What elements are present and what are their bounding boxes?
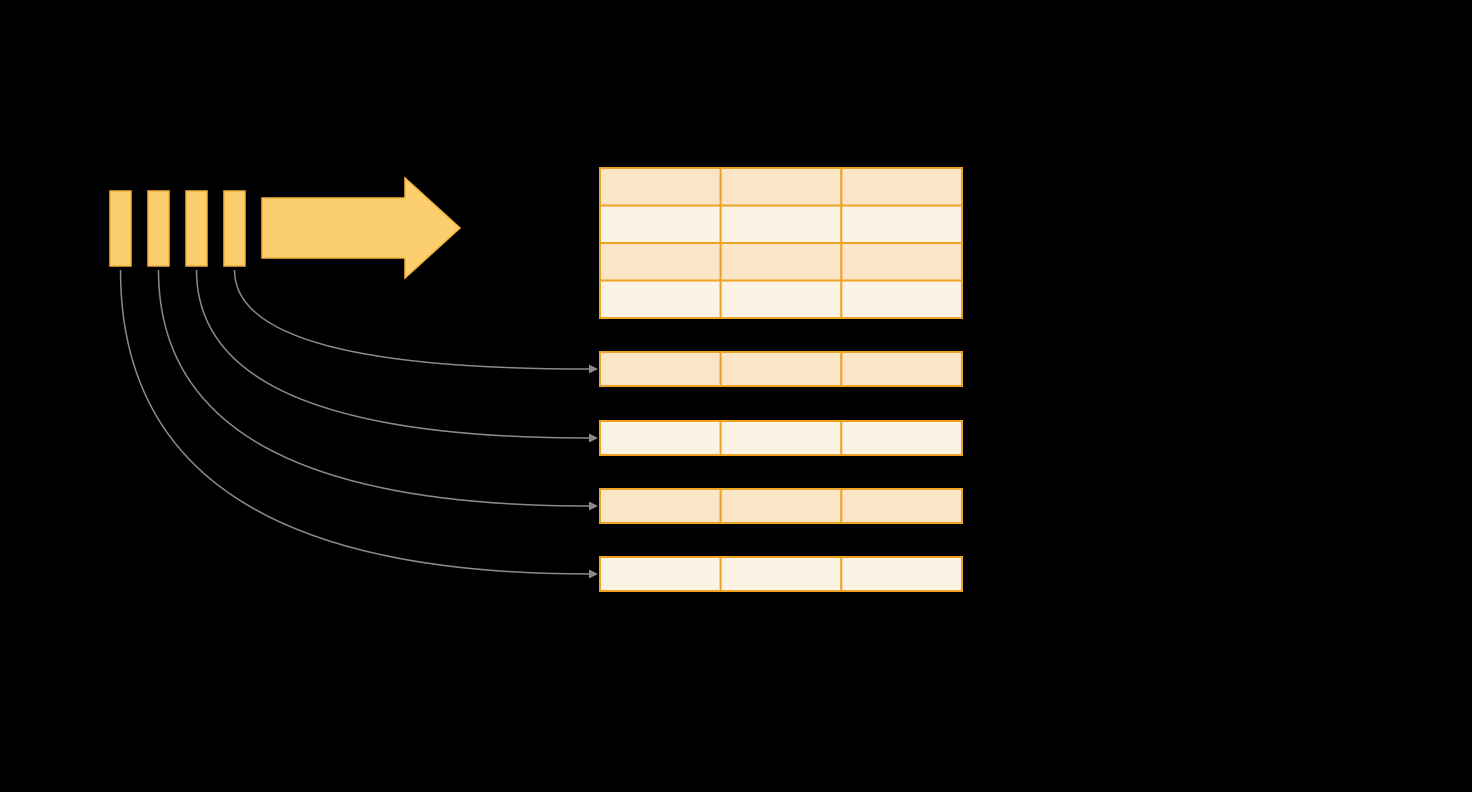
table-cell [719, 420, 843, 456]
row-table-1 [599, 351, 963, 387]
table-cell [599, 556, 722, 592]
batch-table [599, 167, 963, 319]
table-cell [719, 556, 843, 592]
table-cell [840, 556, 963, 592]
record-bar-1 [109, 190, 132, 267]
row-table-2 [599, 420, 963, 456]
table-cell [599, 279, 722, 319]
table-cell [719, 242, 843, 282]
record-bar-3 [185, 190, 208, 267]
table-cell [840, 488, 963, 524]
table-cell [719, 279, 843, 319]
table-cell [599, 167, 722, 207]
connector-arrowhead-1 [589, 569, 598, 579]
record-bar-4 [223, 190, 246, 267]
connector-curve-4 [233, 269, 590, 370]
table-cell [599, 204, 722, 244]
connector-arrowhead-4 [589, 364, 598, 374]
connector-curve-3 [195, 269, 590, 439]
table-cell [599, 488, 722, 524]
table-cell [840, 279, 963, 319]
connector-arrowhead-3 [589, 433, 598, 443]
table-cell [599, 351, 722, 387]
table-cell [840, 204, 963, 244]
connector-curve-2 [157, 269, 590, 507]
connector-arrowhead-2 [589, 501, 598, 511]
record-bar-2 [147, 190, 170, 267]
flow-arrow [261, 176, 462, 280]
table-cell [719, 488, 843, 524]
table-cell [840, 351, 963, 387]
table-cell [719, 167, 843, 207]
row-table-3 [599, 488, 963, 524]
table-cell [719, 351, 843, 387]
table-cell [719, 204, 843, 244]
table-cell [840, 420, 963, 456]
table-cell [599, 420, 722, 456]
row-table-4 [599, 556, 963, 592]
table-cell [599, 242, 722, 282]
table-cell [840, 167, 963, 207]
table-cell [840, 242, 963, 282]
connector-curve-1 [119, 269, 590, 575]
